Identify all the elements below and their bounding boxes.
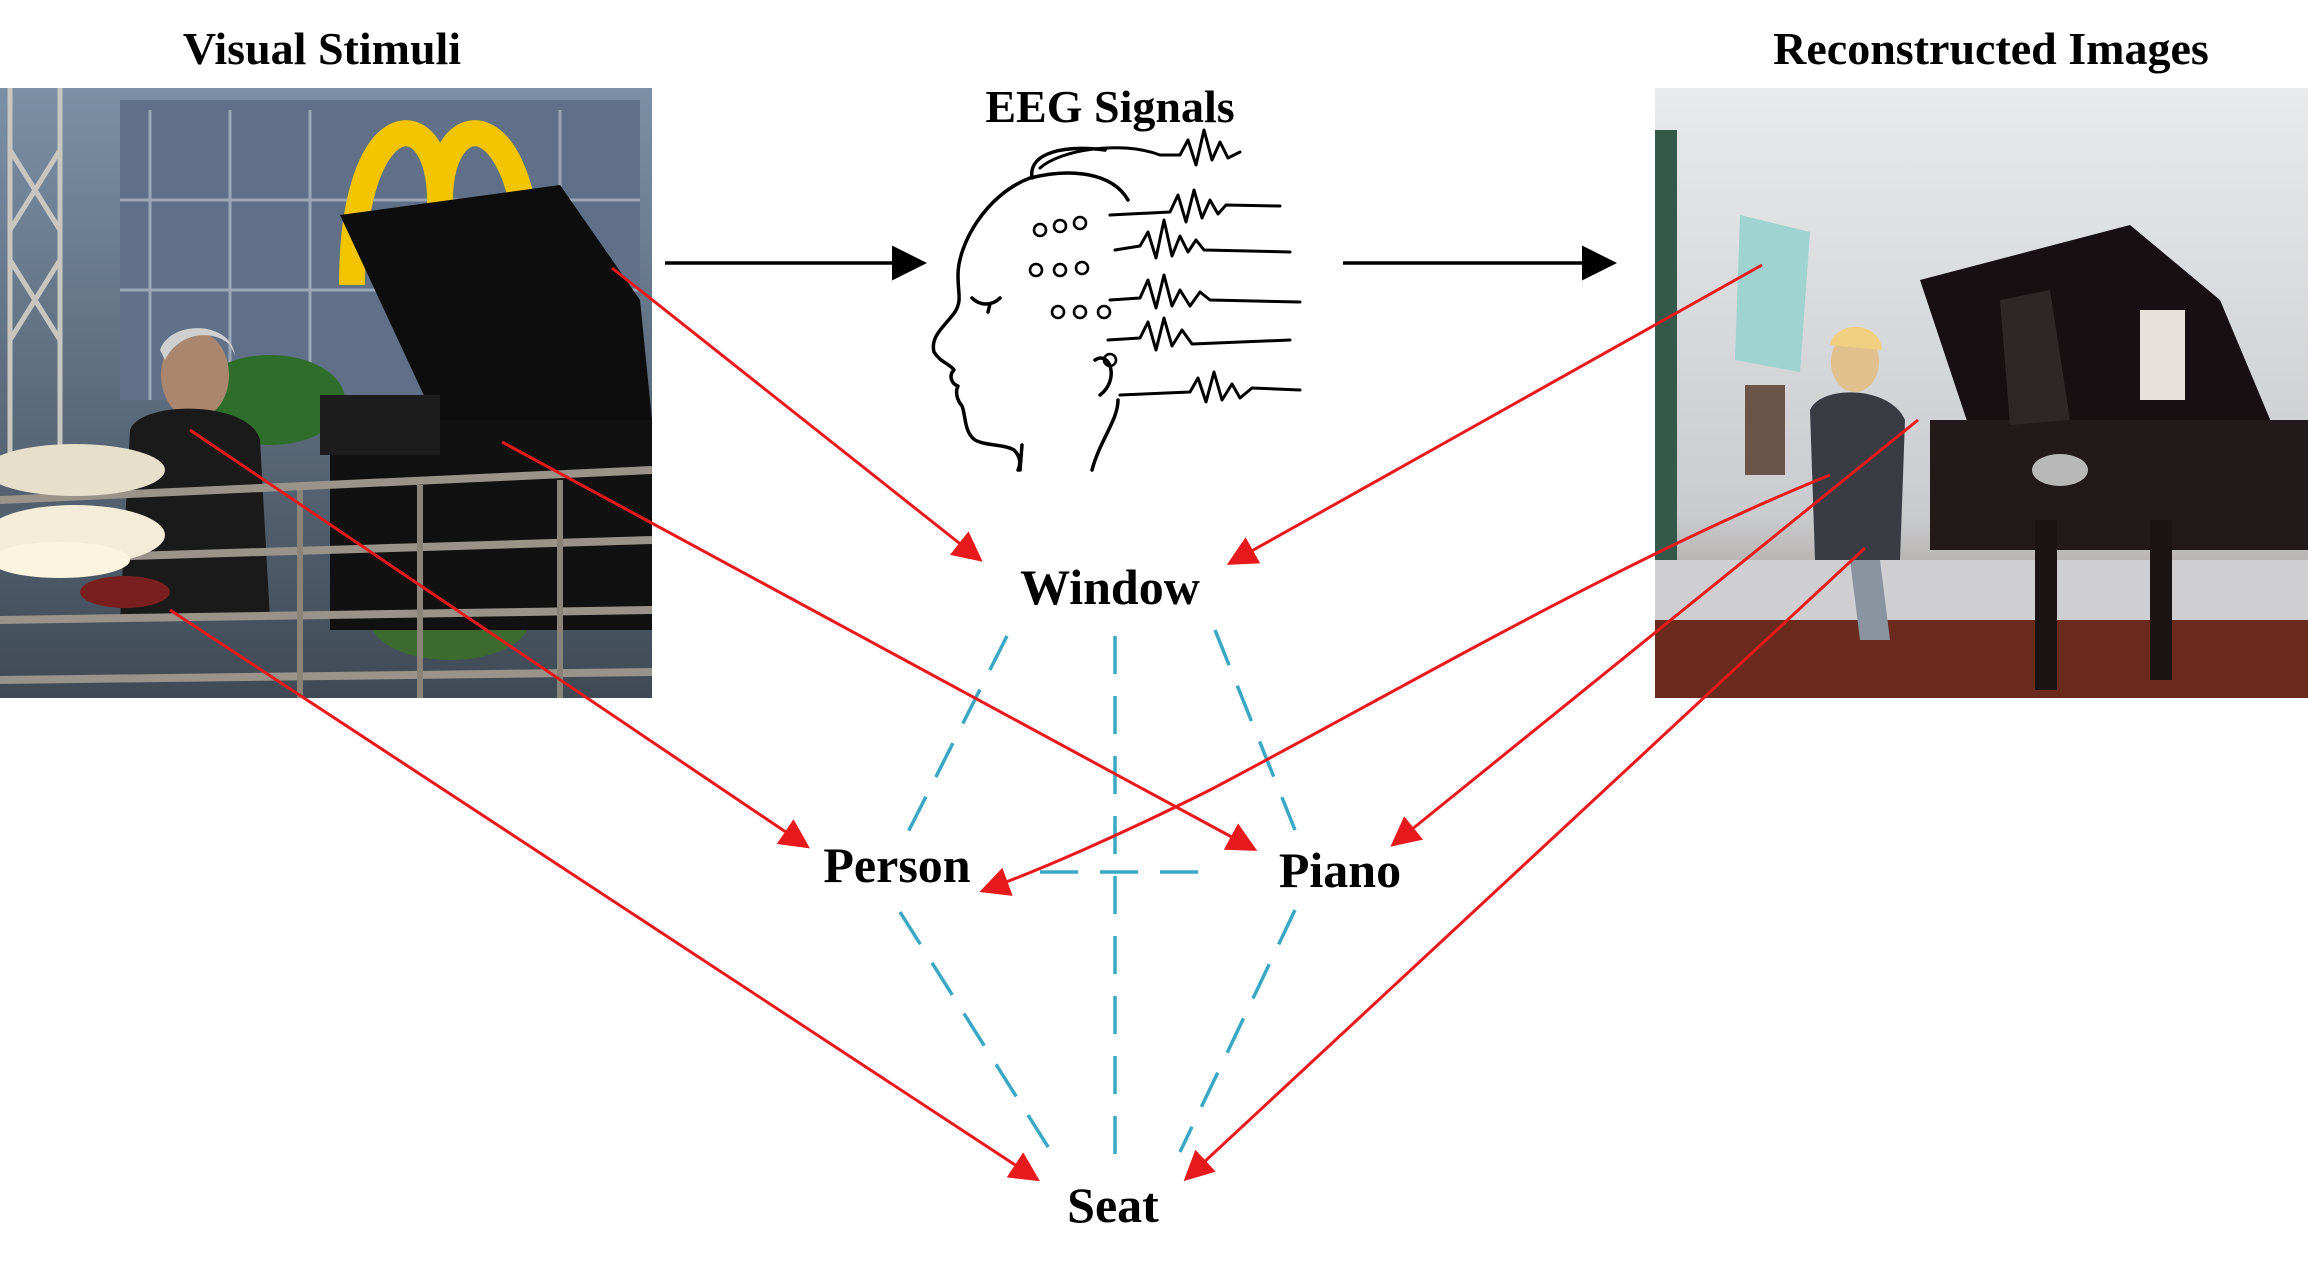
relation-edges: [898, 629, 1297, 1155]
reconstruction-to-piano-arrow: [1390, 418, 1919, 847]
eeg-traces: [1038, 128, 1302, 404]
reconstruction-to-person-arrow: [979, 473, 1831, 896]
relation-window-piano: [1213, 629, 1297, 831]
relation-piano-seat: [1178, 909, 1297, 1153]
node-piano: Piano: [1279, 842, 1401, 898]
head-outline: [931, 146, 1130, 472]
reconstruction-to-seat-arrow: [1183, 546, 1867, 1182]
mapping-arrows: [169, 263, 1919, 1182]
electrode-dots: [1028, 215, 1118, 368]
stimulus-to-window-arrow: [611, 266, 983, 562]
visual-stimulus-image: [0, 88, 653, 698]
stimulus-to-piano-arrow: [501, 440, 1258, 851]
eeg-head-illustration: [931, 128, 1302, 472]
heading-visual-stimuli: Visual Stimuli: [183, 23, 461, 74]
node-person: Person: [823, 837, 970, 893]
relation-window-person: [898, 635, 1009, 849]
heading-reconstructed-images: Reconstructed Images: [1773, 23, 2209, 74]
relation-person-seat: [898, 911, 1052, 1151]
stimulus-to-seat-arrow: [169, 608, 1041, 1182]
reconstruction-to-window-arrow: [1226, 263, 1763, 565]
stimulus-to-person-arrow: [189, 428, 810, 849]
node-window: Window: [1020, 559, 1200, 615]
closed-eye: [970, 296, 1002, 314]
heading-eeg-signals: EEG Signals: [985, 81, 1234, 132]
node-seat: Seat: [1067, 1177, 1159, 1233]
reconstructed-image: [1655, 88, 2308, 698]
ear: [1093, 356, 1113, 397]
